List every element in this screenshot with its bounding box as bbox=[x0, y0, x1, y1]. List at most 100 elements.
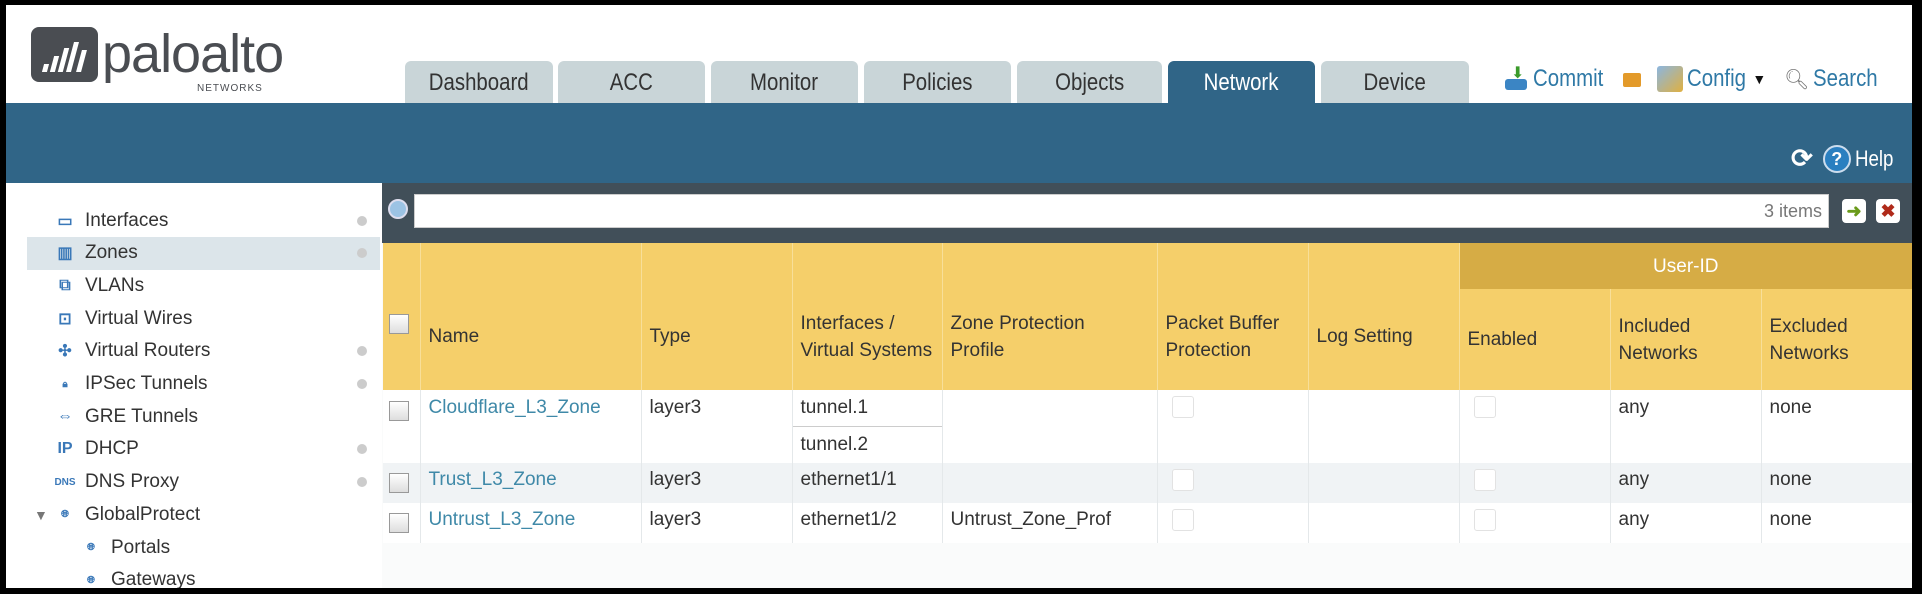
zone-protection-cell bbox=[941, 463, 1157, 503]
row-select-cell bbox=[383, 390, 420, 463]
table-row[interactable]: Untrust_L3_Zone layer3 ethernet1/2 Untru… bbox=[383, 503, 1912, 543]
app-window: paloalto NETWORKS Dashboard ACC Monitor … bbox=[6, 5, 1912, 588]
portals-icon: 🌐︎ bbox=[87, 542, 95, 553]
col-zone-protection[interactable]: Zone Protection Profile bbox=[941, 243, 1157, 390]
virtual-routers-icon: ✣ bbox=[58, 343, 72, 361]
lock-button[interactable] bbox=[1623, 65, 1641, 87]
globalprotect-icon: 🌐︎ bbox=[61, 509, 69, 521]
vlans-icon: ⧉ bbox=[59, 276, 71, 294]
included-networks-cell: any bbox=[1609, 390, 1761, 463]
user-id-enabled-checkbox bbox=[1473, 469, 1496, 491]
tab-device[interactable]: Device bbox=[1321, 61, 1469, 103]
zones-table: Name Type Interfaces / Virtual Systems Z… bbox=[383, 243, 1912, 543]
type-cell: layer3 bbox=[640, 463, 792, 503]
commit-icon: ⬇ bbox=[1503, 66, 1529, 92]
sidebar-item-vlans[interactable]: ⧉ VLANs bbox=[27, 269, 380, 302]
gateways-icon: 🌐︎ bbox=[87, 574, 95, 586]
log-setting-cell bbox=[1307, 463, 1459, 503]
refresh-icon[interactable]: ⟳ bbox=[1790, 143, 1813, 173]
row-select-cell bbox=[383, 463, 420, 503]
excluded-networks-cell: none bbox=[1760, 503, 1912, 543]
sidebar-item-gre-tunnels[interactable]: ⇔ GRE Tunnels bbox=[27, 400, 380, 433]
row-select-cell bbox=[383, 503, 420, 543]
sidebar-item-virtual-wires[interactable]: ⊡Virtual Wires bbox=[27, 302, 380, 335]
col-packet-buffer[interactable]: Packet Buffer Protection bbox=[1156, 243, 1308, 390]
select-all-checkbox[interactable] bbox=[389, 313, 409, 334]
table-row[interactable]: Trust_L3_Zone layer3 ethernet1/1 any non… bbox=[383, 463, 1912, 503]
lock-icon bbox=[1623, 73, 1641, 87]
config-menu[interactable]: Config ▼ bbox=[1657, 65, 1766, 93]
user-id-enabled-cell bbox=[1458, 463, 1610, 503]
expand-triangle-icon[interactable]: ▼ bbox=[34, 506, 48, 523]
tab-acc[interactable]: ACC bbox=[558, 61, 705, 103]
help-button[interactable]: ? Help bbox=[1822, 144, 1900, 173]
sidebar-item-interfaces[interactable]: ▭Interfaces bbox=[27, 204, 380, 237]
caret-down-icon: ▼ bbox=[1752, 71, 1767, 87]
col-log-setting[interactable]: Log Setting bbox=[1307, 243, 1459, 390]
col-excluded-networks[interactable]: Excluded Networks bbox=[1760, 289, 1912, 390]
tab-dashboard[interactable]: Dashboard bbox=[405, 61, 553, 103]
table-row[interactable]: Cloudflare_L3_Zone layer3 tunnel.1 any n… bbox=[383, 390, 1912, 463]
search-button[interactable]: 🔍︎ Search bbox=[1784, 65, 1879, 92]
sidebar-item-label: DHCP bbox=[85, 438, 139, 460]
logo-subtext: NETWORKS bbox=[197, 83, 263, 94]
status-dot bbox=[357, 248, 367, 259]
help-icon: ? bbox=[1822, 144, 1851, 173]
status-dot bbox=[357, 444, 367, 455]
zone-name-cell: Trust_L3_Zone bbox=[419, 463, 641, 503]
sidebar-item-virtual-routers[interactable]: ✣Virtual Routers bbox=[27, 335, 380, 368]
row-checkbox[interactable] bbox=[389, 400, 409, 421]
col-included-networks[interactable]: Included Networks bbox=[1609, 289, 1761, 390]
tab-objects[interactable]: Objects bbox=[1017, 61, 1162, 103]
col-type[interactable]: Type bbox=[640, 243, 792, 390]
sidebar-item-label: VLANs bbox=[85, 274, 145, 296]
zones-panel: 3 items ➜ ✖ Name Type Interfaces / Virtu… bbox=[382, 183, 1912, 588]
packet-buffer-cell bbox=[1156, 463, 1308, 503]
sidebar: ▭Interfaces▥Zones ⧉ VLANs ⊡Virtual Wires✣Vi… bbox=[27, 183, 380, 588]
commit-button[interactable]: ⬇ Commit bbox=[1503, 65, 1616, 93]
interface-cell: tunnel.2 bbox=[791, 426, 942, 463]
zone-name-link[interactable]: Trust_L3_Zone bbox=[428, 469, 557, 490]
col-name[interactable]: Name bbox=[419, 243, 641, 390]
status-dot bbox=[357, 215, 367, 226]
sidebar-item-ipsec-tunnels[interactable]: 🔒︎IPSec Tunnels bbox=[27, 368, 380, 401]
tab-policies[interactable]: Policies bbox=[864, 61, 1011, 103]
config-icon bbox=[1657, 66, 1683, 92]
filter-input[interactable] bbox=[414, 194, 1829, 228]
user-id-enabled-cell bbox=[1458, 503, 1610, 543]
col-enabled[interactable]: Enabled bbox=[1458, 289, 1610, 390]
zone-name-link[interactable]: Cloudflare_L3_Zone bbox=[428, 397, 601, 418]
tab-monitor[interactable]: Monitor bbox=[711, 61, 858, 103]
zone-name-link[interactable]: Untrust_L3_Zone bbox=[428, 509, 576, 530]
sidebar-item-gateways[interactable]: 🌐︎Gateways bbox=[27, 564, 380, 588]
row-checkbox[interactable] bbox=[389, 512, 409, 533]
user-id-enabled-cell bbox=[1458, 390, 1610, 463]
filter-bar: 3 items ➜ ✖ bbox=[382, 183, 1912, 243]
packet-buffer-cell bbox=[1156, 503, 1308, 543]
col-interfaces[interactable]: Interfaces / Virtual Systems bbox=[791, 243, 942, 390]
interfaces-icon: ▭ bbox=[57, 212, 73, 230]
dns-proxy-icon: DNS bbox=[54, 476, 76, 488]
virtual-wires-icon: ⊡ bbox=[58, 310, 72, 328]
apply-filter-button[interactable]: ➜ bbox=[1842, 199, 1866, 223]
tab-network[interactable]: Network bbox=[1168, 61, 1315, 103]
row-checkbox[interactable] bbox=[389, 472, 409, 493]
status-dot bbox=[357, 477, 367, 488]
sidebar-item-portals[interactable]: 🌐︎Portals bbox=[27, 531, 380, 564]
zone-name-cell: Cloudflare_L3_Zone bbox=[419, 390, 641, 463]
zone-name-cell: Untrust_L3_Zone bbox=[419, 503, 641, 543]
sidebar-item-zones[interactable]: ▥Zones bbox=[27, 236, 380, 270]
log-setting-cell bbox=[1307, 390, 1459, 463]
clear-filter-button[interactable]: ✖ bbox=[1876, 199, 1900, 223]
zones-icon: ▥ bbox=[57, 245, 73, 263]
sidebar-item-globalprotect[interactable]: ▼🌐︎GlobalProtect bbox=[27, 498, 380, 531]
ipsec-tunnels-icon: 🔒︎ bbox=[62, 378, 68, 390]
interface-cell: ethernet1/2 bbox=[791, 503, 942, 543]
sidebar-item-label: GRE Tunnels bbox=[85, 405, 198, 427]
packet-buffer-checkbox bbox=[1171, 396, 1194, 418]
gre-tunnels-icon: ⇔ bbox=[57, 407, 73, 425]
log-setting-cell bbox=[1307, 503, 1459, 543]
magnifier-icon: 🔍︎ bbox=[1784, 68, 1810, 91]
